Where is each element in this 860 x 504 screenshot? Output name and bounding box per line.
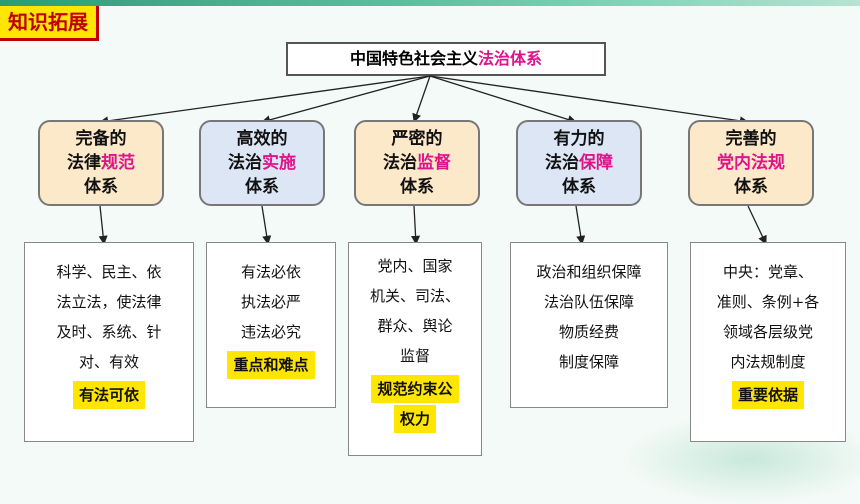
detail-box-5: 中央：党章、 准则、条例+各 领域各层级党 内法规制度 重要依据 [690, 242, 846, 442]
detail-line: 政治和组织保障 [536, 263, 642, 281]
detail-line: 法立法，使法律 [56, 293, 162, 311]
connector-root-5 [429, 75, 749, 126]
node-legal-norms: 完备的 法律规范 体系 [38, 120, 164, 206]
detail-line: 中央：党章、 [722, 263, 813, 281]
node-highlight: 规范 [101, 153, 135, 173]
detail-line: 内法规制度 [730, 353, 806, 371]
detail-line: 制度保障 [558, 353, 619, 371]
node-line: 法治监督 [383, 151, 451, 175]
detail-line: 有法必依 [240, 263, 301, 281]
node-text: 法治 [228, 153, 262, 173]
detail-line: 群众、舆论 [377, 317, 453, 335]
key-point-mark: 重点和难点 [227, 351, 315, 379]
node-implementation: 高效的 法治实施 体系 [199, 120, 325, 206]
node-line: 体系 [245, 177, 279, 197]
connector-root-2 [261, 75, 431, 125]
detail-line: 违法必究 [240, 323, 301, 341]
detail-box-3: 党内、国家 机关、司法、 群众、舆论 监督 规范约束公 权力 [348, 242, 482, 456]
connector-node-1 [98, 205, 108, 245]
node-line: 体系 [400, 177, 434, 197]
node-line: 严密的 [391, 129, 443, 149]
key-point-mark: 有法可依 [72, 381, 145, 409]
node-line: 法律规范 [67, 151, 135, 175]
node-line: 法治实施 [228, 151, 296, 175]
node-line: 党内法规 [717, 151, 785, 175]
key-point-mark: 权力 [393, 405, 436, 433]
node-line: 体系 [734, 177, 768, 197]
root-node: 中国特色社会主义法治体系 [286, 42, 606, 76]
node-line: 体系 [84, 177, 118, 197]
node-text: 法律 [67, 153, 101, 173]
node-text: 法治 [545, 153, 579, 173]
node-line: 体系 [562, 177, 596, 197]
detail-line: 法治队伍保障 [543, 293, 634, 311]
node-supervision: 严密的 法治监督 体系 [354, 120, 480, 206]
node-guarantee: 有力的 法治保障 体系 [516, 120, 642, 206]
node-line: 高效的 [236, 129, 288, 149]
key-point-mark: 重要依据 [731, 381, 804, 409]
connector-node-4 [575, 205, 586, 245]
detail-line: 对、有效 [78, 353, 139, 371]
key-point-mark: 规范约束公 [371, 375, 459, 403]
detail-line: 及时、系统、针 [56, 323, 162, 341]
node-highlight: 保障 [579, 153, 613, 173]
root-highlight: 法治体系 [478, 49, 543, 68]
connector-node-5 [747, 205, 767, 245]
detail-line: 科学、民主、依 [56, 263, 162, 281]
connector-root-1 [99, 75, 431, 126]
detail-line: 监督 [399, 347, 430, 365]
node-line: 法治保障 [545, 151, 613, 175]
section-tag: 知识拓展 [0, 6, 99, 41]
detail-line: 执法必严 [240, 293, 301, 311]
node-text: 法治 [383, 153, 417, 173]
node-highlight: 党内法规 [717, 153, 785, 173]
connector-lines [98, 75, 767, 245]
detail-line: 机关、司法、 [369, 287, 460, 305]
detail-box-4: 政治和组织保障 法治队伍保障 物质经费 制度保障 [510, 242, 668, 408]
connector-root-3 [412, 75, 431, 123]
node-highlight: 监督 [417, 153, 451, 173]
detail-line: 党内、国家 [377, 257, 453, 275]
detail-line: 物质经费 [558, 323, 619, 341]
node-highlight: 实施 [262, 153, 296, 173]
detail-box-2: 有法必依 执法必严 违法必究 重点和难点 [206, 242, 336, 408]
detail-line: 领域各层级党 [722, 323, 813, 341]
top-accent-strip [0, 0, 860, 6]
node-line: 完善的 [725, 129, 777, 149]
root-prefix: 中国特色社会主义 [349, 49, 478, 68]
connector-node-2 [261, 205, 272, 245]
node-party-regulations: 完善的 党内法规 体系 [688, 120, 814, 206]
node-line: 完备的 [75, 129, 127, 149]
detail-box-1: 科学、民主、依 法立法，使法律 及时、系统、针 对、有效 有法可依 [24, 242, 194, 442]
connector-node-3 [411, 205, 421, 245]
node-line: 有力的 [553, 129, 605, 149]
detail-line: 准则、条例+各 [716, 293, 820, 311]
connector-root-4 [429, 75, 577, 124]
